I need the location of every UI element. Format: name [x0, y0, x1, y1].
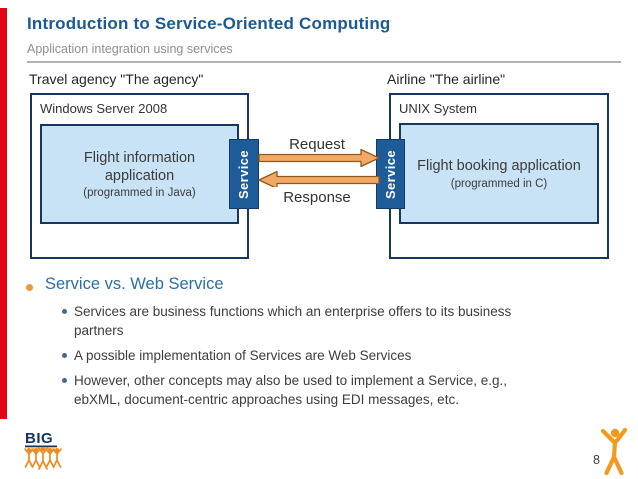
page-number: 8 — [593, 453, 600, 467]
right-platform-label: UNIX System — [399, 101, 478, 116]
flight-booking-app-box: Flight booking application (programmed i… — [399, 123, 599, 224]
right-app-note: (programmed in C) — [450, 177, 548, 190]
list-item: Services are business functions which an… — [62, 302, 607, 340]
slide-subtitle: Application integration using services — [27, 42, 233, 56]
left-system-caption: Travel agency "The agency" — [29, 71, 204, 87]
sub-bullet-text: However, other concepts may also be used… — [74, 373, 507, 407]
list-item: However, other concepts may also be used… — [62, 371, 607, 409]
right-app-name: Flight booking application — [417, 158, 581, 175]
sub-bullet-dot-icon — [62, 309, 67, 314]
big-logo: BIG — [24, 430, 62, 470]
request-arrow-icon — [258, 148, 380, 168]
flight-information-app-box: Flight information application (programm… — [40, 124, 239, 224]
response-label: Response — [283, 189, 351, 206]
response-arrow-icon — [258, 170, 380, 187]
logo-people-icon — [24, 446, 62, 470]
header-divider — [27, 61, 621, 63]
left-accent-bar — [0, 8, 7, 419]
sub-bullet-dot-icon — [62, 378, 67, 383]
request-response-arrows-icon — [258, 148, 380, 187]
big-logo-underline — [25, 445, 57, 448]
service-tab-right: Service — [376, 139, 405, 209]
left-app-note: (programmed in Java) — [83, 187, 196, 200]
list-item: A possible implementation of Services ar… — [62, 346, 607, 365]
sub-bullet-text: Services are business functions which an… — [74, 304, 512, 338]
service-tab-left: Service — [229, 139, 259, 209]
slide-title: Introduction to Service-Oriented Computi… — [27, 14, 391, 33]
left-app-name: Flight information application — [83, 149, 196, 184]
right-system-caption: Airline "The airline" — [387, 71, 506, 87]
bullet-heading: Service vs. Web Service — [45, 275, 224, 293]
bullet-dot-icon — [26, 284, 33, 291]
big-logo-text: BIG — [25, 430, 53, 447]
sub-bullet-dot-icon — [62, 353, 67, 358]
sub-bullet-text: A possible implementation of Services ar… — [74, 348, 412, 363]
service-tab-right-label: Service — [383, 149, 398, 199]
person-icon — [600, 428, 627, 476]
request-label: Request — [289, 136, 345, 153]
sub-bullet-list: Services are business functions which an… — [62, 302, 607, 415]
service-tab-left-label: Service — [236, 149, 252, 199]
left-platform-label: Windows Server 2008 — [40, 101, 168, 116]
